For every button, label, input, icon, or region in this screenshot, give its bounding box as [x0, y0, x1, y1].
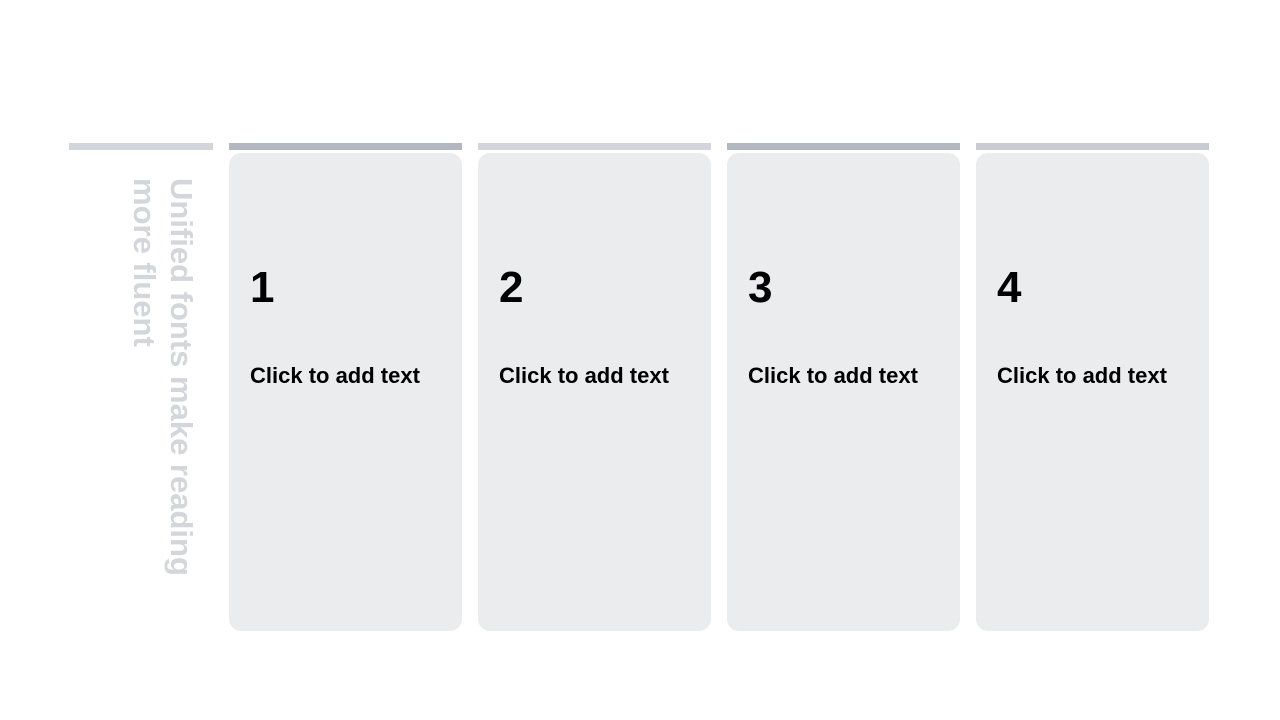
column-1-card[interactable]: 1 Click to add text: [229, 153, 462, 631]
column-1-number[interactable]: 1: [250, 263, 275, 312]
column-4-number[interactable]: 4: [997, 263, 1022, 312]
column-4-accent-bar: [976, 143, 1209, 150]
column-4-text-placeholder[interactable]: Click to add text: [997, 363, 1167, 388]
column-1-accent-bar: [229, 143, 462, 150]
side-title[interactable]: Unified fonts make reading more fluent: [127, 178, 199, 576]
column-2-card[interactable]: 2 Click to add text: [478, 153, 711, 631]
column-4-card[interactable]: 4 Click to add text: [976, 153, 1209, 631]
column-3-card[interactable]: 3 Click to add text: [727, 153, 960, 631]
column-2-text-placeholder[interactable]: Click to add text: [499, 363, 669, 388]
column-3-text-placeholder[interactable]: Click to add text: [748, 363, 918, 388]
column-3-accent-bar: [727, 143, 960, 150]
column-2-accent-bar: [478, 143, 711, 150]
column-1-text-placeholder[interactable]: Click to add text: [250, 363, 420, 388]
column-3-number[interactable]: 3: [748, 263, 773, 312]
side-title-accent-bar: [69, 143, 213, 150]
column-2-number[interactable]: 2: [499, 263, 524, 312]
